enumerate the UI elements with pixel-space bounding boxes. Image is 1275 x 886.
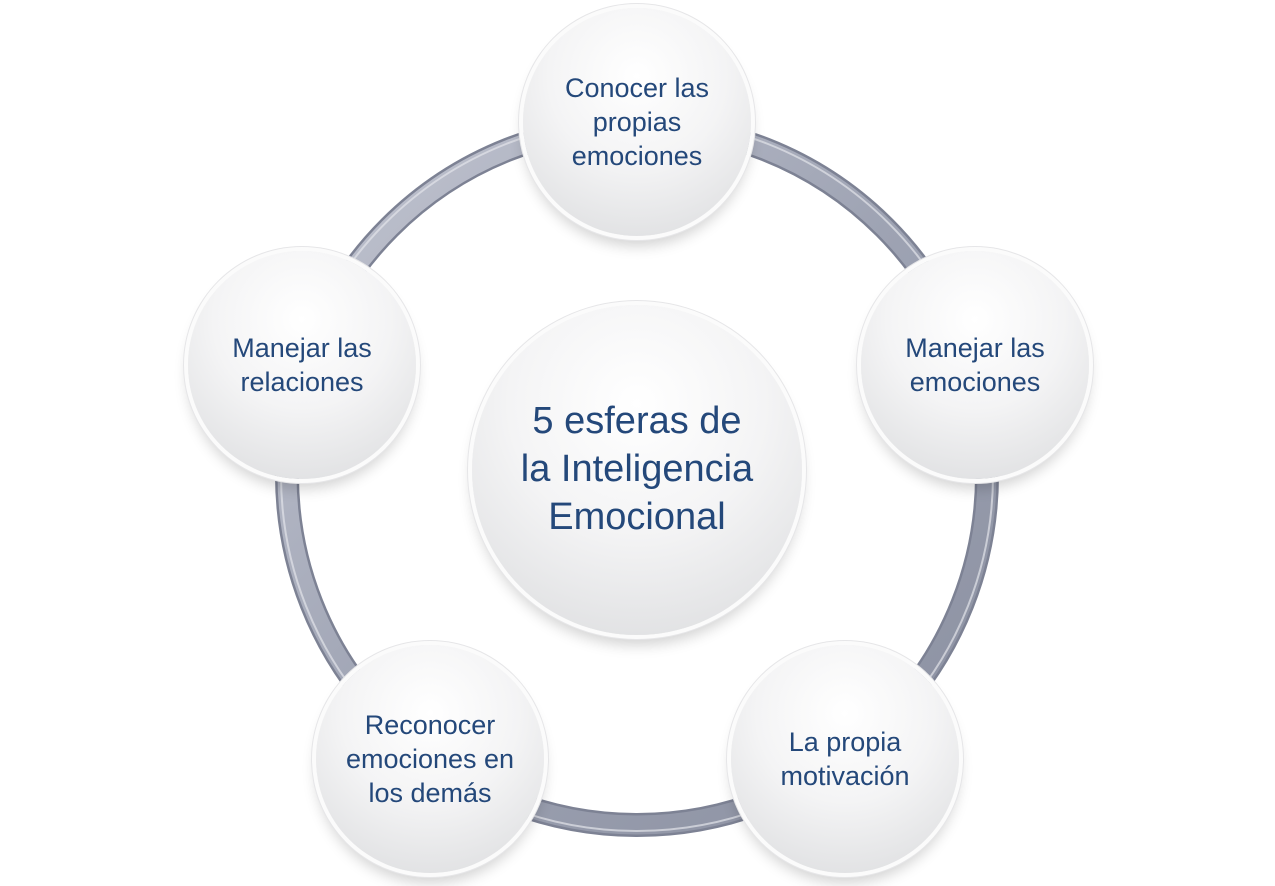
center-label: 5 esferas de la Inteligencia Emocional xyxy=(520,400,754,538)
node-self-motivation: La propia motivación xyxy=(731,645,959,873)
node-label: Reconocer emociones en los demás xyxy=(345,709,515,808)
node-label: La propia motivación xyxy=(780,726,910,791)
center-circle: 5 esferas de la Inteligencia Emocional xyxy=(472,305,802,635)
node-manage-emotions: Manejar las emociones xyxy=(861,251,1089,479)
node-label: Conocer las propias emociones xyxy=(564,72,710,171)
node-label: Manejar las relaciones xyxy=(232,332,372,397)
node-manage-relationships: Manejar las relaciones xyxy=(188,251,416,479)
node-label: Manejar las emociones xyxy=(905,332,1045,397)
node-recognize-others-emotions: Reconocer emociones en los demás xyxy=(316,645,544,873)
node-know-own-emotions: Conocer las propias emociones xyxy=(523,8,751,236)
